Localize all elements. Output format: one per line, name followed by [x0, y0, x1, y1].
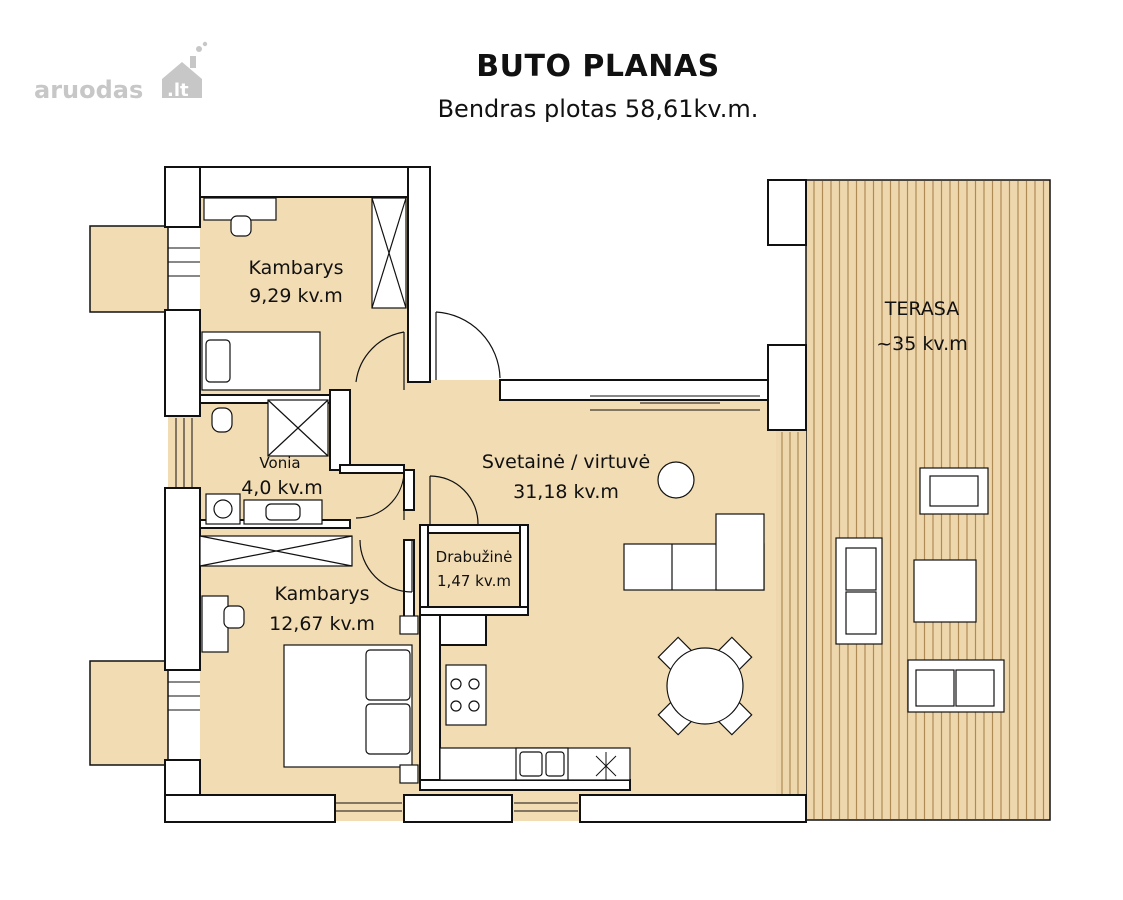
- logo-text: aruodas: [34, 76, 143, 104]
- furniture: [199, 197, 1005, 784]
- stove: [445, 664, 487, 726]
- washing-machine: [205, 493, 241, 525]
- bedroom2-area: 12,67 kv.m: [269, 613, 375, 635]
- living-area: 31,18 kv.m: [513, 481, 619, 503]
- window-lines: [168, 247, 760, 812]
- toilet: [211, 407, 233, 433]
- terrace-table: [913, 559, 977, 623]
- house-chimney-icon: [162, 41, 208, 98]
- wardrobe-area: 1,47 kv.m: [437, 572, 511, 590]
- bedroom2-name: Kambarys: [275, 583, 370, 605]
- doors: [355, 311, 501, 593]
- logo-suffix: .lt: [167, 80, 189, 101]
- desk-2: [201, 595, 229, 653]
- wardrobe-name: Drabužinė: [436, 548, 513, 566]
- round-plant: [657, 461, 695, 499]
- bedroom1-name: Kambarys: [249, 257, 344, 279]
- bathroom-area: 4,0 kv.m: [241, 477, 323, 499]
- terrace-name: TERASA: [884, 298, 959, 320]
- bathroom-name: Vonia: [259, 454, 300, 472]
- dining-table: [657, 636, 753, 736]
- terrace: [776, 179, 1051, 821]
- terrace-area: ~35 kv.m: [876, 333, 967, 355]
- aruodas-logo: aruodas .lt: [34, 41, 208, 104]
- living-name: Svetainė / virtuvė: [482, 451, 650, 473]
- bedroom1-area: 9,29 kv.m: [249, 285, 343, 307]
- plan-title: BUTO PLANAS: [476, 49, 719, 84]
- chair: [230, 215, 252, 237]
- room-labels: Kambarys 9,29 kv.m Vonia 4,0 kv.m Kambar…: [241, 257, 968, 635]
- plan-subtitle: Bendras plotas 58,61kv.m.: [438, 95, 759, 123]
